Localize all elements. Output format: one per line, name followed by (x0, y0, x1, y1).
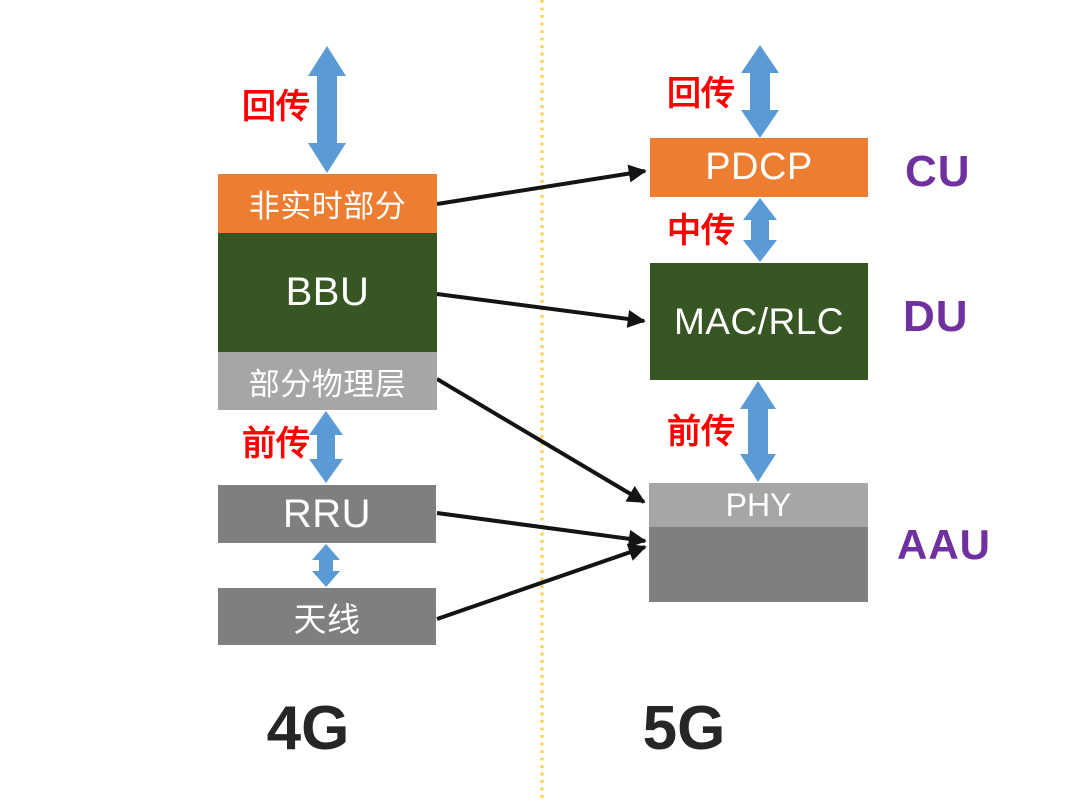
antenna-box: 天线 (218, 588, 436, 645)
non-realtime-box: 非实时部分 (218, 174, 437, 233)
partial-phy-box: 部分物理层 (218, 352, 437, 410)
connector-bbu-to-macrlc (436, 292, 646, 328)
fronthaul-arrow-4g (309, 411, 343, 483)
midhaul-arrow-5g (743, 198, 777, 262)
backhaul-arrow-5g (741, 45, 779, 138)
bbu-box: BBU (218, 233, 437, 352)
backhaul-arrow-4g (308, 46, 346, 173)
du-label: DU (903, 292, 969, 341)
cu-label: CU (905, 147, 971, 196)
aau-box: PHY (649, 483, 868, 602)
aau-radio-section (649, 527, 868, 602)
backhaul-label-5g: 回传 (667, 75, 735, 113)
phy-box: PHY (649, 483, 868, 527)
rru-box: RRU (218, 485, 436, 543)
connector-partialphy-to-phy (435, 377, 646, 504)
aau-label: AAU (897, 521, 991, 568)
pdcp-box: PDCP (650, 138, 868, 197)
backhaul-label-4g: 回传 (242, 88, 310, 126)
mac-rlc-box: MAC/RLC (650, 263, 868, 380)
connector-nonrealtime-to-pdcp (436, 164, 647, 206)
fronthaul-label-5g: 前传 (667, 413, 735, 451)
rru-antenna-arrow (312, 544, 340, 587)
fronthaul-arrow-5g (740, 381, 776, 482)
fronthaul-label-4g: 前传 (242, 425, 310, 463)
midhaul-label-5g: 中传 (667, 212, 735, 250)
generation-label-4g: 4G (266, 694, 350, 763)
connector-antenna-to-aau (436, 543, 647, 621)
generation-label-5g: 5G (642, 694, 726, 763)
connector-rru-to-aau (436, 511, 647, 548)
